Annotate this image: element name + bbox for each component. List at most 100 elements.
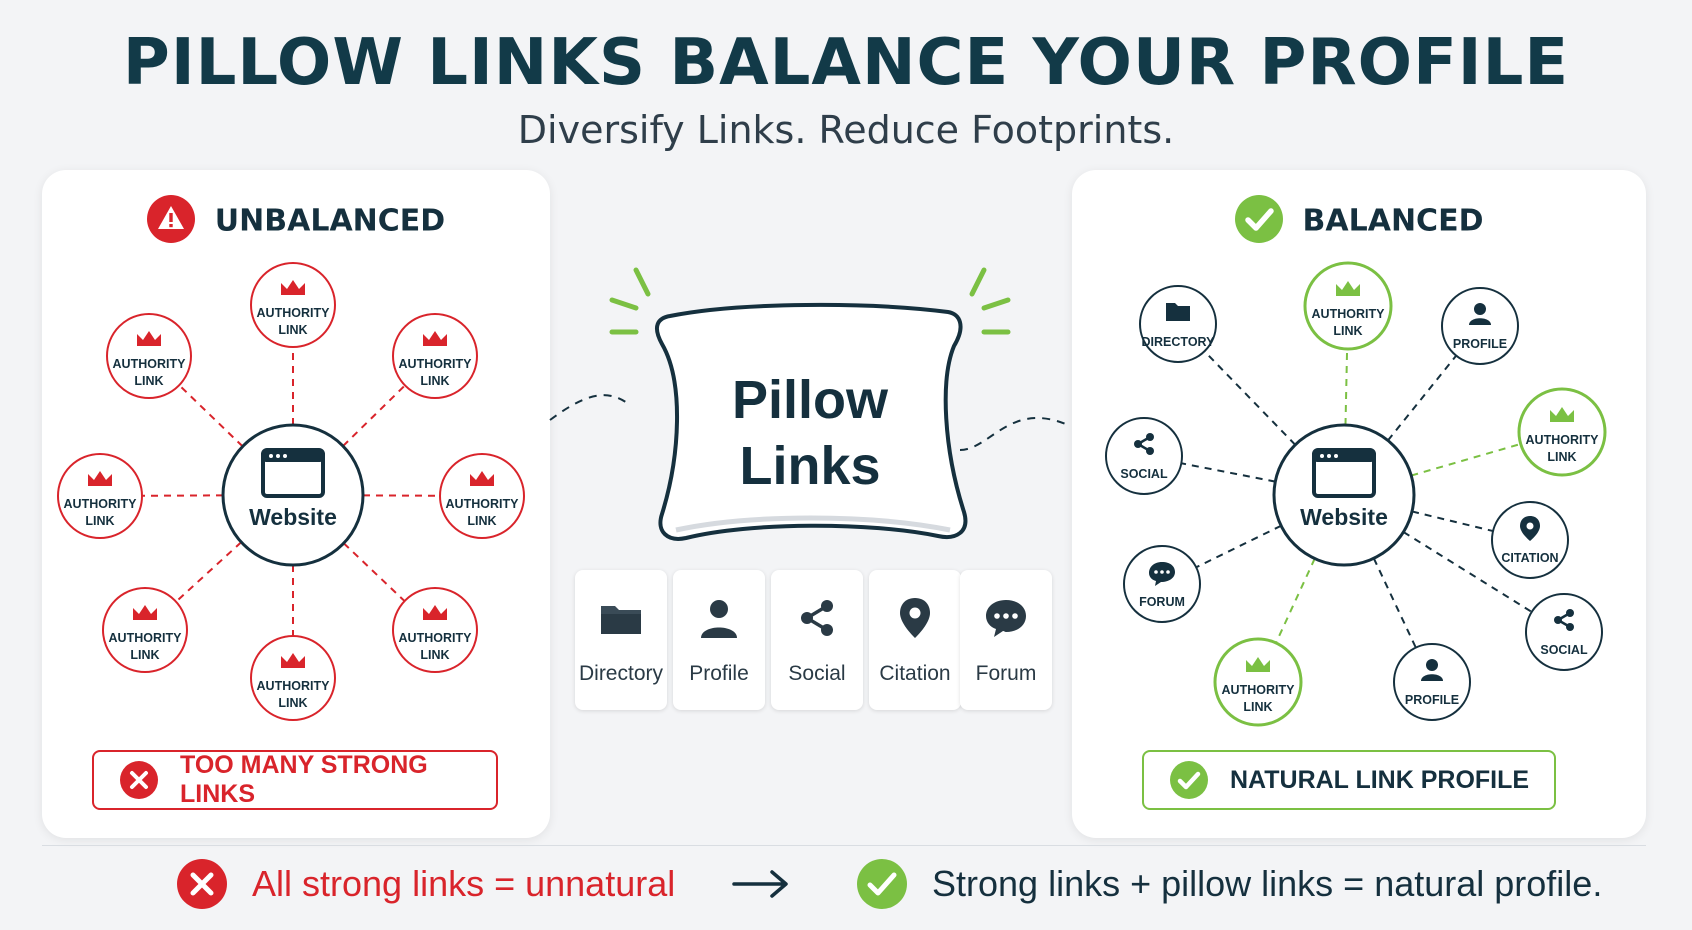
share-icon [801, 600, 833, 636]
crown-icon [281, 653, 305, 668]
node-label: LINK [420, 374, 449, 388]
crown-icon [423, 331, 447, 346]
bad-badge-text: TOO MANY STRONG LINKS [180, 751, 428, 808]
website-hub: Website [1272, 423, 1416, 567]
website-hub-label: Website [249, 504, 337, 530]
node-label: LINK [420, 648, 449, 662]
footer-divider [42, 845, 1646, 846]
node-label: LINK [130, 648, 159, 662]
node-label: AUTHORITY [1222, 683, 1296, 697]
x-circle-icon [177, 859, 227, 909]
link-connector [1181, 462, 1276, 483]
footer-natural: Strong links + pillow links = natural pr… [856, 856, 1602, 912]
node-label: FORUM [1139, 595, 1185, 609]
balanced-heading: BALANCED [1072, 195, 1646, 246]
pillow-title-line2: Links [739, 436, 880, 496]
chat-icon [1149, 562, 1175, 586]
authority-link-node: AUTHORITY LINK [439, 453, 525, 539]
crown-icon [1336, 281, 1360, 296]
footer-unnatural-text: All strong links = unnatural [252, 863, 676, 904]
location-pin-icon [1520, 516, 1540, 541]
pillow-title-line1: Pillow [732, 370, 889, 430]
node-label: LINK [278, 696, 307, 710]
node-label: LINK [134, 374, 163, 388]
link-connector [1372, 557, 1417, 649]
unbalanced-link-diagram: AUTHORITY LINK AUTHORITY LINK AUTHORITY LINK A… [57, 262, 525, 721]
browser-window-icon [1312, 448, 1376, 498]
node-label: AUTHORITY [257, 679, 331, 693]
node-label: LINK [467, 514, 496, 528]
x-circle-icon [120, 761, 158, 799]
node-label: DIRECTORY [1142, 335, 1216, 349]
link-connector [1411, 510, 1494, 533]
type-card-profile: Profile [673, 570, 765, 710]
node-label: LINK [1547, 450, 1576, 464]
page-title: PILLOW LINKS BALANCE YOUR PROFILE [122, 26, 1570, 100]
type-label: Directory [578, 662, 663, 685]
too-many-strong-links-badge: TOO MANY STRONG LINKS [92, 750, 498, 810]
pillow-link-node: SOCIAL [1525, 593, 1603, 671]
crown-icon [423, 605, 447, 620]
node-label: AUTHORITY [1526, 433, 1600, 447]
user-icon [701, 600, 737, 638]
node-label: AUTHORITY [113, 357, 187, 371]
page-subtitle: Diversify Links. Reduce Footprints. [517, 108, 1175, 152]
node-label: AUTHORITY [109, 631, 183, 645]
authority-link-node: AUTHORITY LINK [392, 313, 478, 399]
link-connector [1410, 442, 1521, 477]
authority-link-node: AUTHORITY LINK [1517, 387, 1607, 477]
website-hub: Website [221, 423, 365, 567]
link-connector [1275, 558, 1316, 644]
link-connector [178, 384, 244, 448]
node-label: PROFILE [1405, 693, 1459, 707]
check-circle-icon [857, 859, 907, 909]
crown-icon [1246, 657, 1270, 672]
link-connector [1195, 524, 1282, 569]
link-connector [1203, 350, 1296, 446]
chat-icon [986, 600, 1026, 637]
node-label: AUTHORITY [399, 357, 473, 371]
pillow-illustration: Pillow Links [549, 267, 1069, 541]
natural-link-profile-badge: NATURAL LINK PROFILE [1142, 750, 1556, 810]
link-connector [342, 384, 406, 447]
unbalanced-heading: UNBALANCED [42, 195, 550, 246]
node-label: SOCIAL [1540, 643, 1588, 657]
crown-icon [133, 605, 157, 620]
authority-link-node: AUTHORITY LINK [106, 313, 192, 399]
node-label: SOCIAL [1120, 467, 1168, 481]
left-connector-line [549, 394, 631, 421]
balanced-heading-text: BALANCED [1302, 203, 1484, 239]
authority-link-node: AUTHORITY LINK [102, 587, 188, 673]
pillow-link-node: FORUM [1123, 545, 1201, 623]
crown-icon [137, 331, 161, 346]
type-label: Citation [879, 662, 951, 685]
link-connector [1387, 354, 1457, 442]
good-badge-text: NATURAL LINK PROFILE [1230, 765, 1530, 794]
node-label: AUTHORITY [446, 497, 520, 511]
type-card-forum: Forum [960, 570, 1052, 710]
pillow-link-node: CITATION [1491, 501, 1569, 579]
node-label: LINK [1243, 700, 1272, 714]
sparkle-lines-icon [609, 267, 1011, 335]
footer-unnatural: All strong links = unnatural [176, 856, 675, 912]
pillow-link-node: DIRECTORY [1139, 285, 1217, 363]
node-label: LINK [85, 514, 114, 528]
pillow-link-node: PROFILE [1393, 643, 1471, 721]
check-circle-icon [1234, 195, 1283, 243]
pillow-shape [654, 302, 968, 541]
right-connector-line [959, 417, 1069, 451]
user-icon [1421, 659, 1443, 681]
link-connector [175, 541, 242, 603]
website-hub-label: Website [1300, 504, 1388, 530]
node-label: PROFILE [1453, 337, 1507, 351]
crown-icon [88, 471, 112, 486]
type-label: Forum [975, 662, 1037, 685]
link-connector [1344, 348, 1349, 426]
browser-window-icon [261, 448, 325, 498]
footer-natural-text: Strong links + pillow links = natural pr… [932, 863, 1603, 904]
